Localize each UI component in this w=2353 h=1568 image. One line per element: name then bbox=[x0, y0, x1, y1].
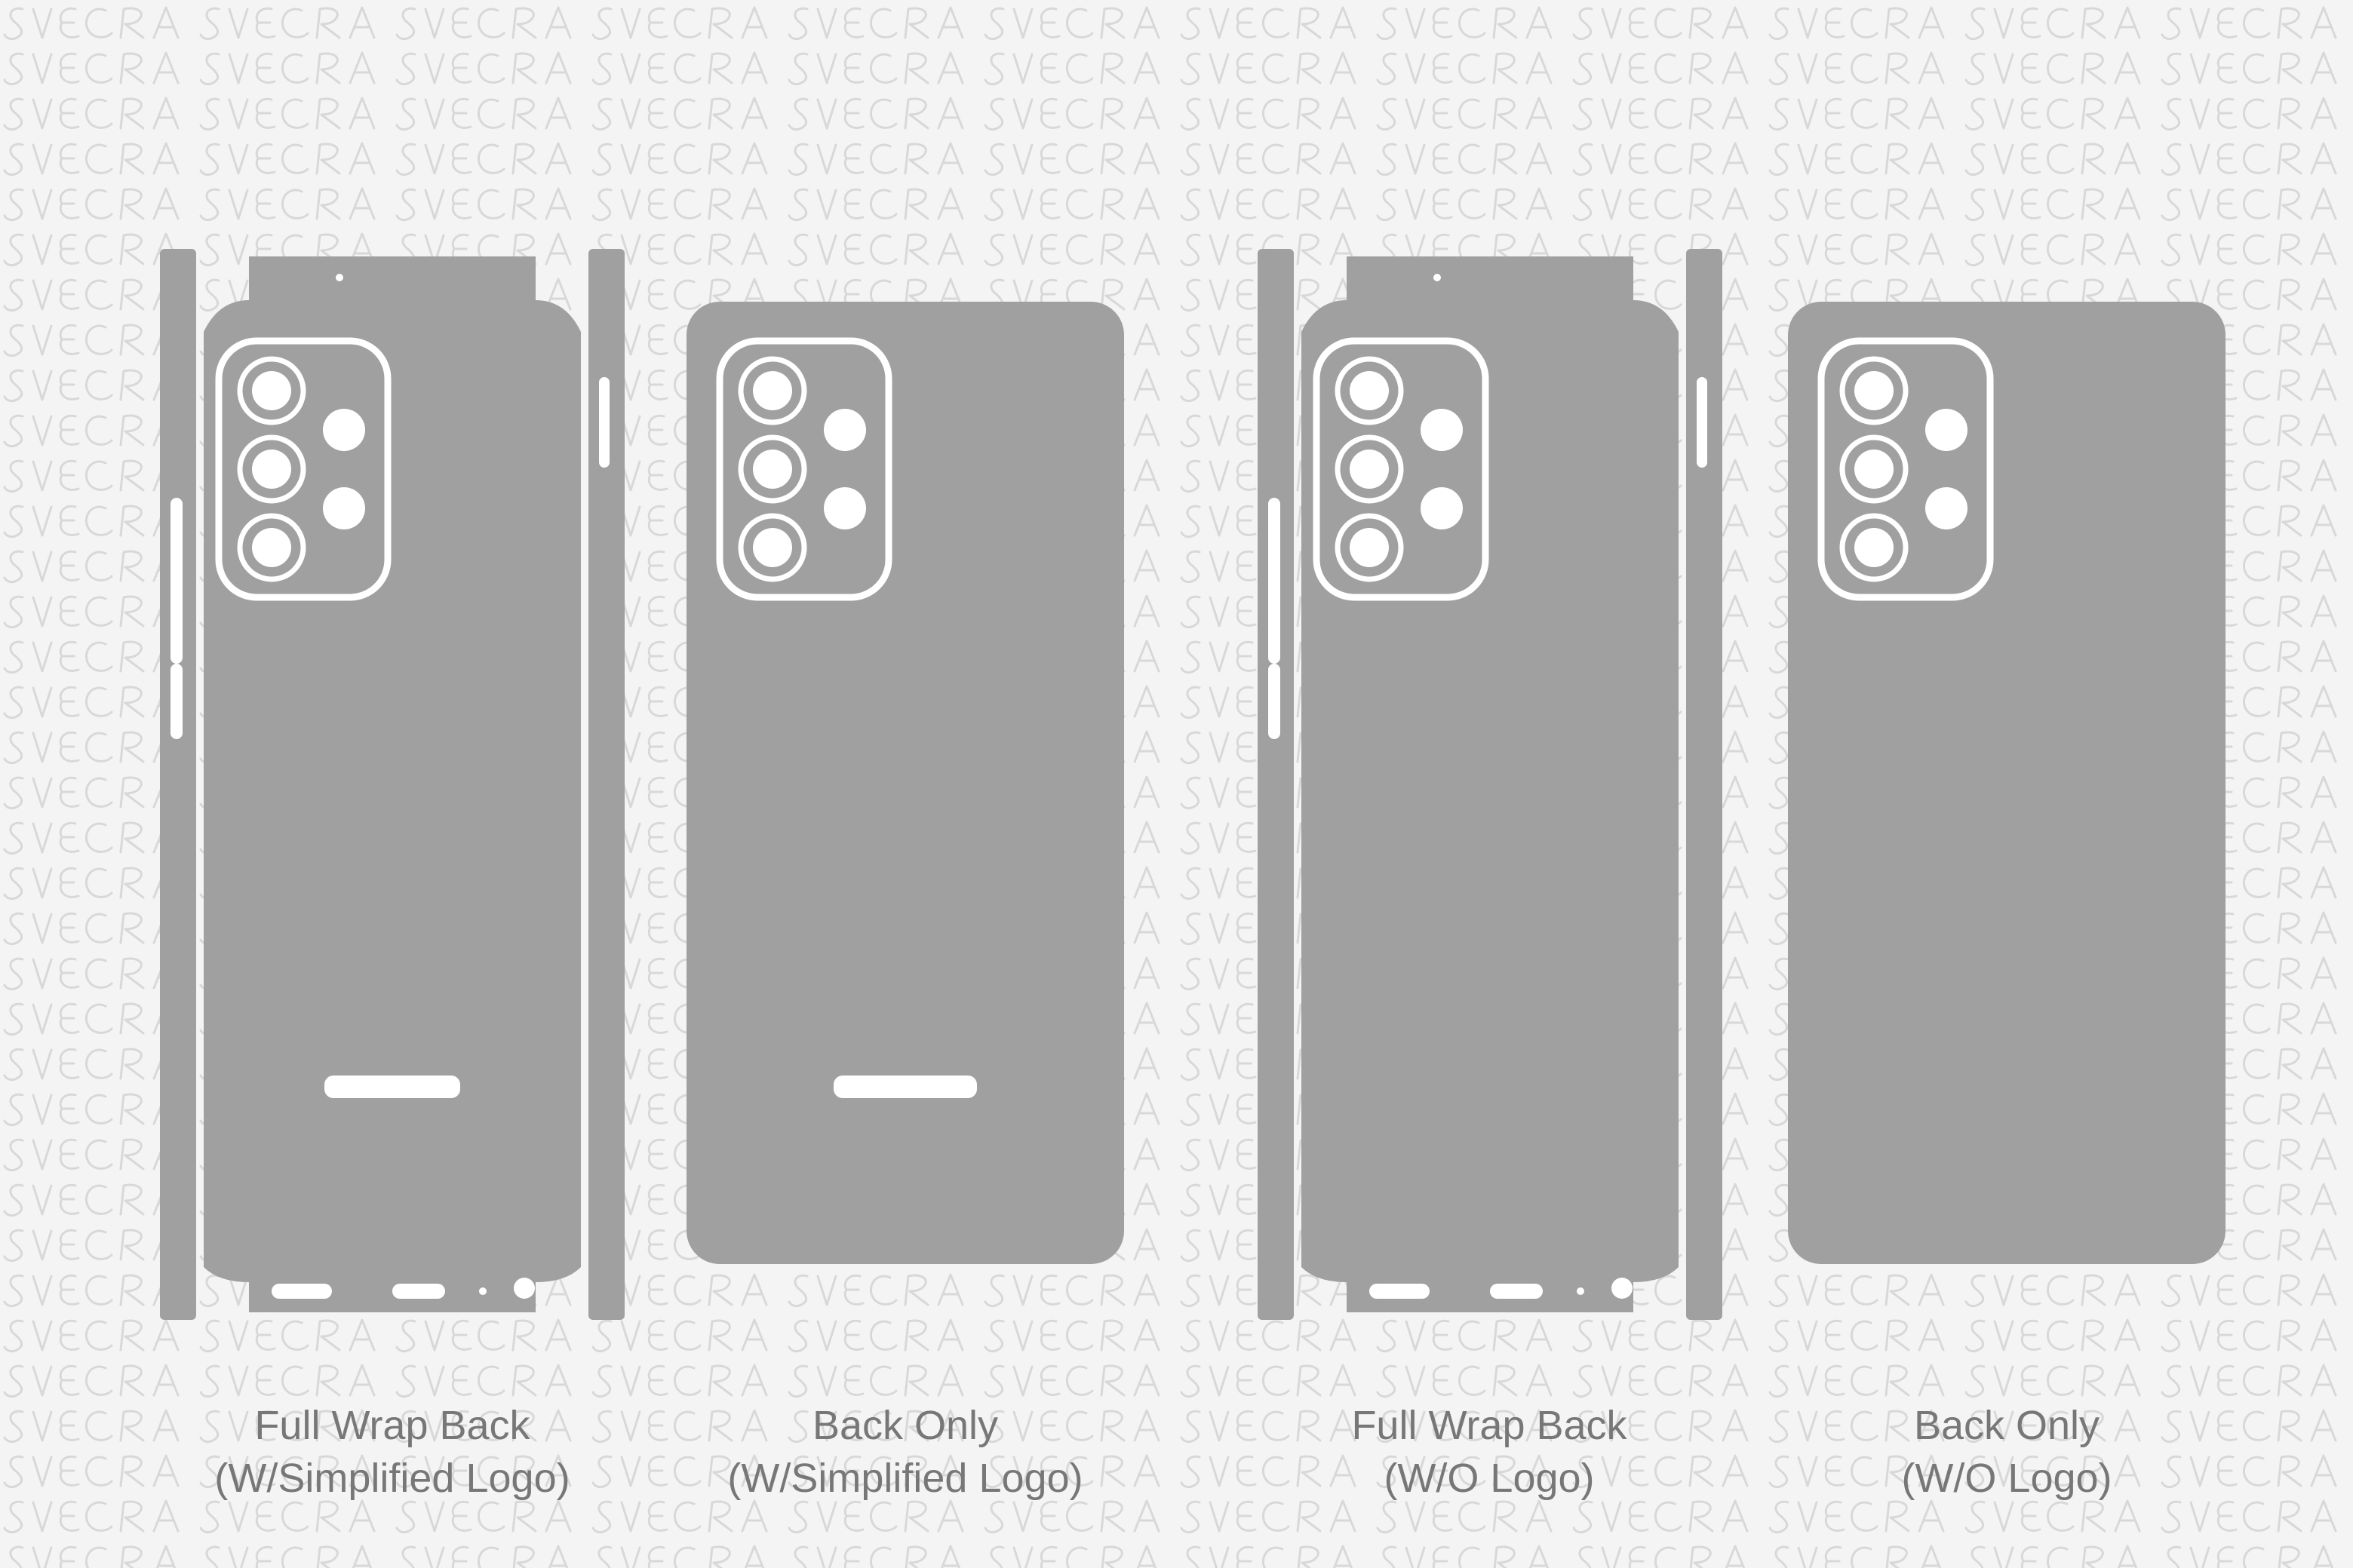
right-side-strip bbox=[1686, 249, 1722, 1320]
mic-hole-icon bbox=[1577, 1287, 1584, 1295]
back-only-body bbox=[1788, 302, 2226, 1264]
full-wrap-lens-icon bbox=[252, 528, 291, 567]
sim-tray-cutout-icon bbox=[599, 377, 610, 468]
mic-hole-icon bbox=[479, 1287, 487, 1295]
back-only-sensor-icon bbox=[1925, 487, 1967, 529]
back-only-camera-module-icon bbox=[1817, 337, 1994, 601]
caption-title: Back Only bbox=[812, 1403, 999, 1448]
right-side-strip bbox=[588, 249, 625, 1320]
back-only-lens-icon bbox=[753, 450, 792, 489]
template-1 bbox=[160, 249, 625, 1320]
full-wrap-camera-module-icon bbox=[215, 337, 392, 601]
caption-subtitle: (W/Simplified Logo) bbox=[727, 1456, 1083, 1501]
caption-subtitle: (W/O Logo) bbox=[1901, 1456, 2112, 1501]
left-side-strip bbox=[1258, 249, 1294, 1320]
back-only-flash-icon bbox=[824, 409, 866, 451]
full-wrap-body bbox=[204, 256, 581, 1312]
simplified-logo-icon bbox=[324, 1076, 460, 1098]
back-only-lens-ring-icon bbox=[1839, 513, 1909, 582]
caption-title: Full Wrap Back bbox=[1351, 1403, 1627, 1448]
template-caption: Full Wrap Back (W/O Logo) bbox=[1203, 1399, 1776, 1505]
full-wrap-lens-icon bbox=[1350, 528, 1389, 567]
simplified-logo-icon bbox=[834, 1076, 977, 1098]
full-wrap-lens-icon bbox=[1350, 450, 1389, 489]
template-caption: Full Wrap Back (W/Simplified Logo) bbox=[106, 1399, 679, 1505]
headphone-jack-icon bbox=[514, 1278, 535, 1299]
template-2 bbox=[687, 302, 1124, 1264]
speaker-cutout-icon bbox=[272, 1284, 332, 1299]
full-wrap-lens-ring-icon bbox=[237, 513, 306, 582]
full-wrap-sensor-icon bbox=[323, 487, 365, 529]
full-wrap-lens-ring-icon bbox=[1335, 513, 1404, 582]
full-wrap-lens-icon bbox=[252, 371, 291, 410]
template-3 bbox=[1258, 249, 1722, 1320]
template-4 bbox=[1788, 302, 2226, 1264]
back-only-sensor-icon bbox=[824, 487, 866, 529]
back-only-lens-icon bbox=[1854, 371, 1894, 410]
full-wrap-lens-icon bbox=[252, 450, 291, 489]
usb-port-cutout-icon bbox=[392, 1284, 445, 1299]
full-wrap-lens-ring-icon bbox=[237, 356, 306, 425]
full-wrap-lens-ring-icon bbox=[1335, 434, 1404, 504]
left-side-strip bbox=[160, 249, 196, 1320]
speaker-cutout-icon bbox=[1369, 1284, 1430, 1299]
headphone-jack-icon bbox=[1611, 1278, 1633, 1299]
caption-subtitle: (W/O Logo) bbox=[1384, 1456, 1595, 1501]
caption-subtitle: (W/Simplified Logo) bbox=[214, 1456, 570, 1501]
volume-button-cutout-icon bbox=[1268, 498, 1280, 664]
back-only-lens-icon bbox=[1854, 528, 1894, 567]
template-caption: Back Only (W/O Logo) bbox=[1720, 1399, 2293, 1505]
back-only-lens-ring-icon bbox=[738, 513, 807, 582]
back-only-flash-icon bbox=[1925, 409, 1967, 451]
full-wrap-body bbox=[1301, 256, 1679, 1312]
back-only-lens-ring-icon bbox=[738, 356, 807, 425]
back-only-camera-module-icon bbox=[716, 337, 892, 601]
full-wrap-lens-icon bbox=[1350, 371, 1389, 410]
back-only-body bbox=[687, 302, 1124, 1264]
full-wrap-lens-ring-icon bbox=[237, 434, 306, 504]
caption-title: Full Wrap Back bbox=[254, 1403, 530, 1448]
usb-port-cutout-icon bbox=[1490, 1284, 1543, 1299]
back-only-lens-icon bbox=[753, 371, 792, 410]
template-caption: Back Only (W/Simplified Logo) bbox=[619, 1399, 1192, 1505]
caption-title: Back Only bbox=[1913, 1403, 2100, 1448]
full-wrap-camera-module-icon bbox=[1313, 337, 1489, 601]
full-wrap-sensor-icon bbox=[1421, 487, 1463, 529]
back-only-lens-ring-icon bbox=[1839, 434, 1909, 504]
full-wrap-flash-icon bbox=[323, 409, 365, 451]
volume-button-cutout-icon bbox=[170, 498, 183, 664]
back-only-lens-icon bbox=[1854, 450, 1894, 489]
back-only-lens-ring-icon bbox=[1839, 356, 1909, 425]
full-wrap-lens-ring-icon bbox=[1335, 356, 1404, 425]
sim-tray-cutout-icon bbox=[1697, 377, 1707, 468]
power-button-cutout-icon bbox=[170, 664, 183, 739]
power-button-cutout-icon bbox=[1268, 664, 1280, 739]
back-only-lens-icon bbox=[753, 528, 792, 567]
back-only-lens-ring-icon bbox=[738, 434, 807, 504]
top-mic-icon bbox=[336, 274, 343, 281]
top-mic-icon bbox=[1433, 274, 1441, 281]
full-wrap-flash-icon bbox=[1421, 409, 1463, 451]
